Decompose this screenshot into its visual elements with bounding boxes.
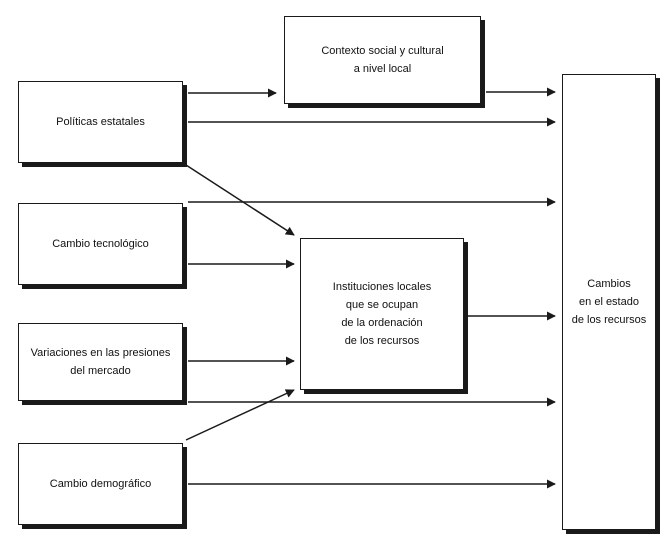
node-cambios-label: Cambios en el estado de los recursos [571,278,647,326]
node-politicas-estatales: Políticas estatales [18,81,183,163]
node-contexto-social: Contexto social y cultural a nivel local [284,16,481,104]
node-presiones-mercado: Variaciones en las presiones del mercado [18,323,183,401]
node-instituciones-locales: Instituciones locales que se ocupan de l… [300,238,464,390]
node-tecnologico-label: Cambio tecnológico [52,238,149,250]
node-instituciones-label: Instituciones locales que se ocupan de l… [332,281,432,347]
arrow-politicas-to-instituciones [185,164,295,236]
node-demografico-label: Cambio demográfico [49,478,152,490]
node-cambio-demografico: Cambio demográfico [18,443,183,525]
node-contexto-label: Contexto social y cultural a nivel local [321,45,444,75]
arrow-demografico-to-instituciones [185,389,295,441]
node-cambios-recursos: Cambios en el estado de los recursos [562,74,656,530]
node-politicas-label: Políticas estatales [56,116,145,128]
node-cambio-tecnologico: Cambio tecnológico [18,203,183,285]
node-mercado-label: Variaciones en las presiones del mercado [30,347,171,377]
